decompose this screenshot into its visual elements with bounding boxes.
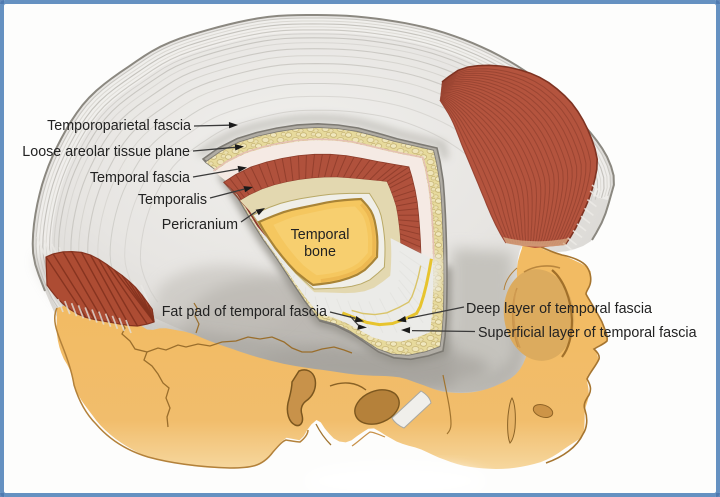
svg-text:Loose areolar tissue plane: Loose areolar tissue plane xyxy=(22,144,190,160)
svg-text:Temporalis: Temporalis xyxy=(138,192,207,208)
svg-text:Fat pad of temporal fascia: Fat pad of temporal fascia xyxy=(162,304,327,320)
svg-text:Temporal: Temporal xyxy=(291,227,350,243)
svg-text:Superficial layer of temporal: Superficial layer of temporal fascia xyxy=(478,325,697,341)
svg-text:bone: bone xyxy=(304,244,336,260)
svg-text:Temporoparietal fascia: Temporoparietal fascia xyxy=(47,118,191,134)
svg-text:Temporal fascia: Temporal fascia xyxy=(90,170,190,186)
svg-text:Deep layer of temporal fascia: Deep layer of temporal fascia xyxy=(466,301,652,317)
svg-text:Pericranium: Pericranium xyxy=(162,217,238,233)
